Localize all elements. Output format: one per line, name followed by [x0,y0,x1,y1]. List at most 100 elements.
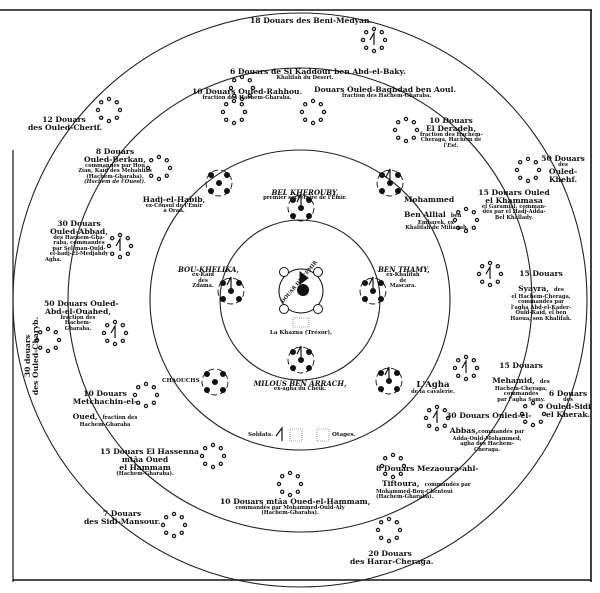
tent-dot [306,213,312,219]
douar-dot [218,461,223,466]
legend-hostages: Otages. [332,432,356,438]
tent-ring [287,194,315,222]
tent-dot [224,188,230,194]
douar-dot [106,118,112,124]
douar-dot [360,37,366,43]
cluster-mohammed-ben-allial [376,168,404,197]
cluster-ouled-khammasa [452,206,480,234]
douar-dot [287,470,293,476]
douar-dot [218,446,223,451]
tent-dot [220,280,226,286]
flag-icon [432,408,438,423]
label-mezaoura: 8 Douars Mezaoura-ahl- Tiftoura, command… [376,464,479,501]
douar-dot [538,419,544,424]
douar-dot [463,206,469,212]
emir-douar-emblem [278,267,324,328]
label-ouled-abbad: 30 Douars Ouled-Abbad, des Hachem-Gha- r… [45,219,109,263]
douar-dot [117,254,123,260]
douar-dot [538,404,544,409]
douar-dot [295,489,300,494]
douar-dot [525,178,531,184]
douar-dot [411,135,416,140]
label-el-hassenna: 15 Douars El Hassenna mtâa Oued el Hamma… [100,447,199,477]
douar-dot [171,533,177,539]
douar-dot [151,400,156,405]
douar-dot [310,120,316,126]
douar-dot [109,235,115,241]
inner-ring [219,219,381,381]
cluster-chaouchs [201,368,229,396]
label-hadj-el-habib: Hadj-el-Habib, ex-Consul de l'Émir à Ora… [142,195,206,215]
douar-dot [525,156,531,162]
tent-dot [216,180,222,186]
douar-dot [53,345,59,350]
douar-dot [390,474,396,480]
douar-dot [364,30,369,35]
douar-dot [487,282,493,288]
douar-dot [247,93,252,99]
douar-dot [231,77,237,83]
tent-dot [236,280,242,286]
flag-icon [296,345,302,360]
hostages-grid-icon [316,428,330,442]
tent-dot [378,386,384,392]
tent-dot [379,172,385,178]
tent-dot [204,371,210,377]
tent-dot [378,296,384,302]
douar-dot [386,516,392,522]
douar-dot [148,173,154,178]
douar-dot [239,96,245,102]
legend-soldiers: Soldats. [248,432,274,438]
emblem-corner-se [313,304,323,314]
douar-dot [179,530,184,536]
cluster-ouled-el-abbas [423,404,451,432]
emblem-corner-ne [313,267,323,277]
treasury-label: La Khazna (Trésor), [269,330,333,336]
cluster-bou-khelika [217,276,245,305]
tent-ring [217,277,245,305]
douar-dot [220,109,226,115]
douar-dot [379,463,385,469]
douar-dot [156,154,162,160]
tent-dot [220,387,226,393]
douar-dot [239,74,245,80]
label-ouled-charyb: 30 douars des Ouled-Charyb. [23,316,40,396]
douar-dot [303,117,308,123]
douar-dot [109,251,115,256]
douar-dot [101,330,107,336]
douar-dot [523,404,528,409]
douar-dot [383,471,388,476]
douar-dot [104,338,110,343]
emblem-corner-sw [279,304,289,314]
douar-dot [456,225,461,230]
douar-dot [487,260,493,266]
tent-ring [201,368,229,396]
douar-dot [239,117,244,123]
label-ouled-rahhou: 10 Douars Ouled-Rahhou. fraction des Hac… [192,87,303,101]
tent-dot [394,386,400,392]
tent-dot [290,213,296,219]
douar-dot [231,98,237,104]
label-ouled-el-abbas: 30 Douars Ouled-el- Abbas,commandés par … [446,411,532,453]
douar-dot [321,109,327,115]
douar-dot [401,463,407,469]
douar-dot [364,45,369,51]
tent-dot [306,197,312,203]
douar-dot [135,400,141,405]
douar-dot [375,527,381,533]
douar-dot [480,264,485,269]
douar-dot [398,471,403,476]
douar-dot [310,98,316,104]
label-oued-el-hammam: 10 Douars mtâa Oued-el-Hammam, commandés… [220,497,371,517]
douar-dot [536,167,542,173]
soldier-flag-icon [275,426,283,441]
label-bel-kherouby: BEL KHEROUBY, premier secrétaire de l'Ém… [263,188,347,202]
flag-icon [296,193,302,208]
cluster-el-deradeh [392,116,420,144]
douar-dot [179,515,184,520]
label-bou-khelika: BOU-KHELIKA, ex-Kaïd des Zdama. [178,265,239,290]
douar-dot [164,157,169,163]
douar-dot [471,225,476,230]
tent-dot [220,296,226,302]
cluster-baghdad [299,98,327,126]
